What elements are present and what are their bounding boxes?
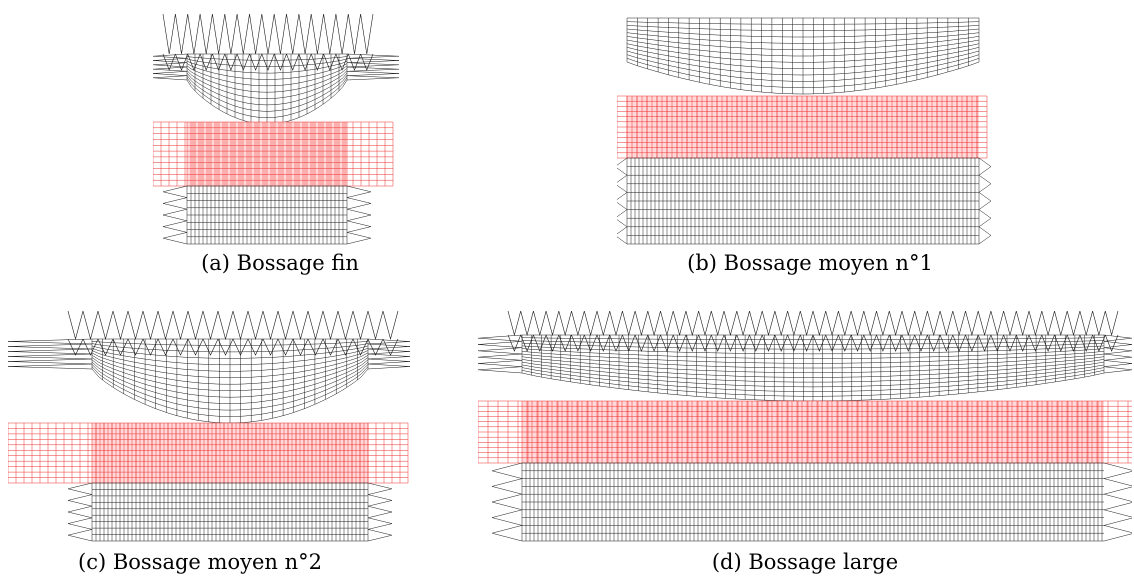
mesh-diagram-a xyxy=(153,14,399,245)
caption-bossage-large: (d) Bossage large xyxy=(711,550,899,574)
lower-side-triangulation xyxy=(617,157,992,245)
lower-side-triangulation xyxy=(67,482,393,542)
upper-triangle-fringe xyxy=(67,311,399,356)
lower-side-triangulation xyxy=(491,462,1132,542)
lower-dense-mesh xyxy=(521,462,1104,542)
mesh-diagram-b xyxy=(617,17,992,245)
caption-bossage-moyen-1: (b) Bossage moyen n°1 xyxy=(687,251,933,275)
upper-deformed-mesh xyxy=(91,338,369,424)
caption-bossage-moyen-2: (c) Bossage moyen n°2 xyxy=(78,550,322,574)
upper-deformed-mesh xyxy=(521,334,1105,402)
mesh-panel-bossage-large xyxy=(478,311,1132,543)
red-band-mesh xyxy=(478,400,1132,464)
mesh-diagram-c xyxy=(8,311,410,542)
lower-dense-mesh xyxy=(626,157,980,245)
caption-bossage-fin: (a) Bossage fin xyxy=(201,251,359,275)
mesh-diagram-d xyxy=(478,311,1132,542)
red-band-dense-region xyxy=(92,423,368,483)
mesh-panel-bossage-moyen-2 xyxy=(8,311,410,543)
upper-triangle-fringe xyxy=(507,311,1119,352)
mesh-panel-bossage-fin xyxy=(153,14,399,246)
upper-triangle-fringe xyxy=(162,14,374,71)
lower-dense-mesh xyxy=(186,185,348,245)
mesh-panel-bossage-moyen-1 xyxy=(617,14,995,246)
red-band-mesh xyxy=(153,121,394,187)
upper-deformed-mesh xyxy=(186,53,348,125)
lower-dense-mesh xyxy=(91,482,369,542)
lower-side-triangulation xyxy=(162,185,372,245)
red-band-mesh xyxy=(617,95,988,159)
upper-deformed-mesh xyxy=(626,17,980,95)
red-band-mesh xyxy=(8,422,409,484)
